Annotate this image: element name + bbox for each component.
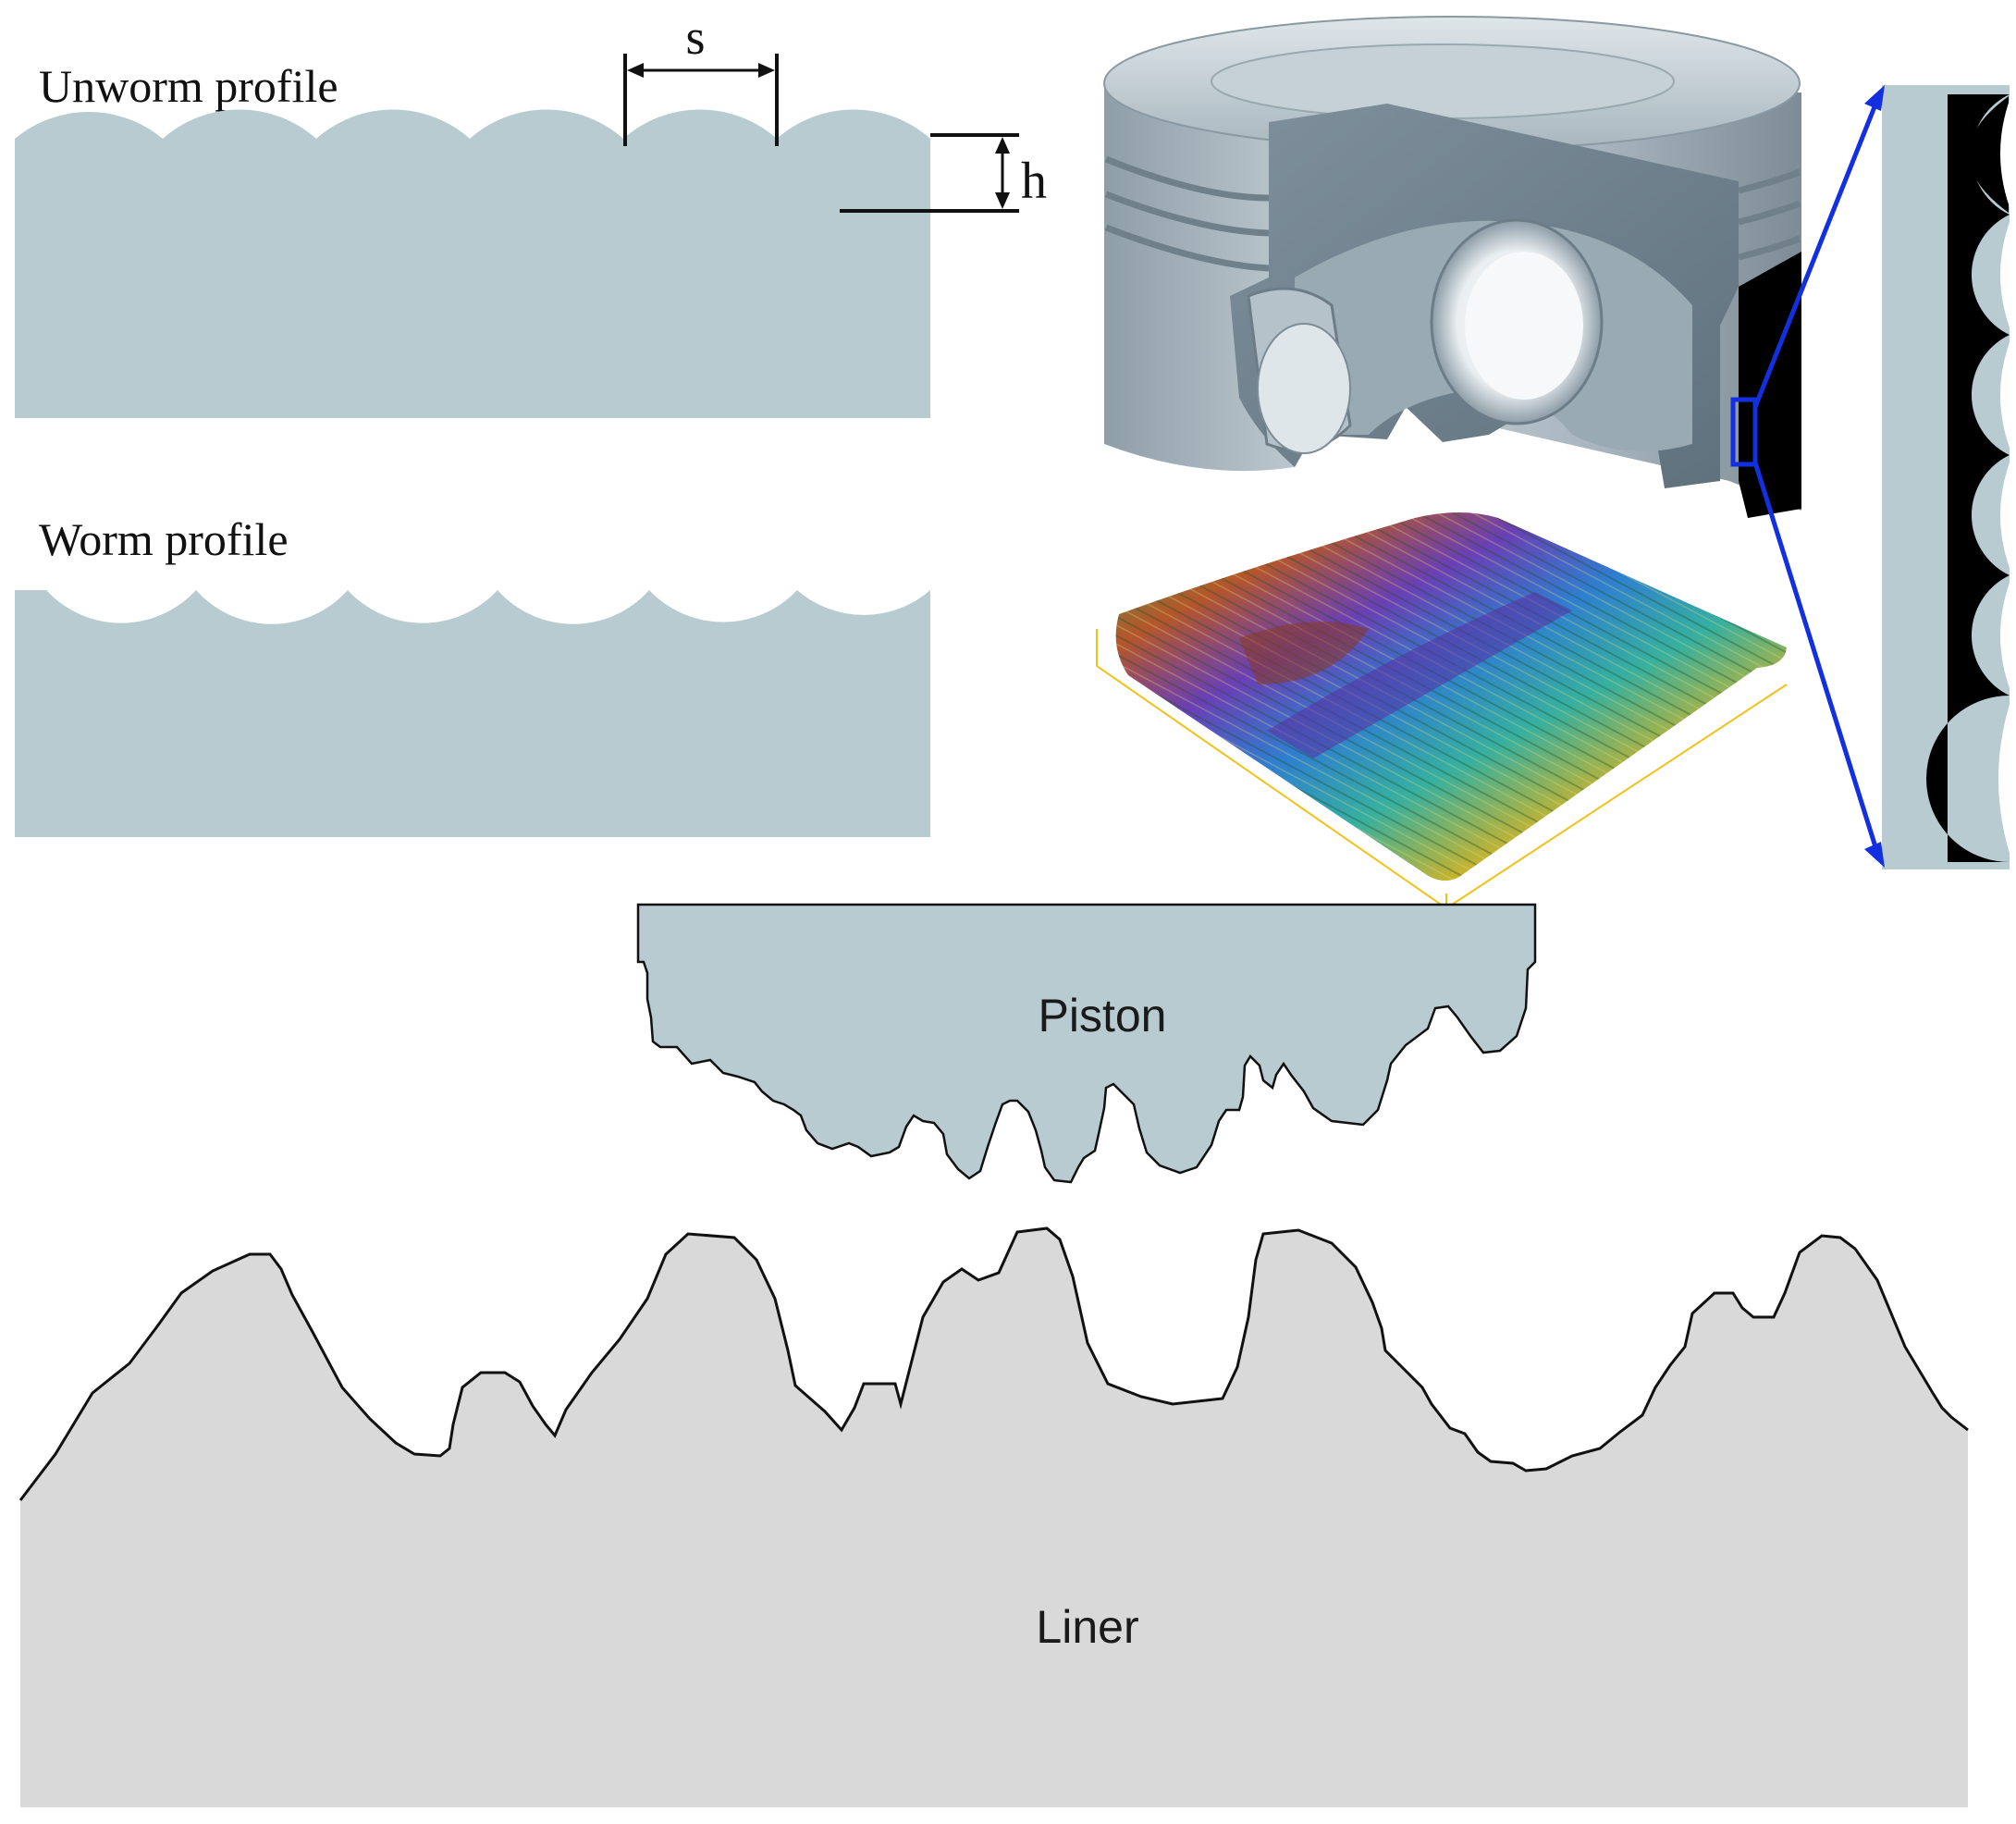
worm-profile-label: Worm profile xyxy=(39,513,289,565)
unworm-profile-shape xyxy=(15,109,930,418)
spacing-dimension xyxy=(623,54,779,146)
spacing-label: s xyxy=(685,9,705,65)
liner-label: Liner xyxy=(1036,1601,1138,1653)
piston-rough-profile xyxy=(636,903,1537,1184)
piston-label: Piston xyxy=(1039,990,1167,1041)
liner-rough-outline xyxy=(18,1226,1969,1501)
unworm-profile-label: Unworm profile xyxy=(39,60,338,112)
height-dimension xyxy=(840,133,1019,213)
height-label: h xyxy=(1021,153,1047,210)
zoom-leader-lines xyxy=(1752,85,1885,868)
piston-render xyxy=(1103,16,1801,518)
zoom-dimple-strip xyxy=(1882,85,2012,869)
liner-rough-profile xyxy=(20,1228,1968,1807)
worm-profile-shape xyxy=(15,590,930,837)
surface-scan xyxy=(1096,512,1788,910)
